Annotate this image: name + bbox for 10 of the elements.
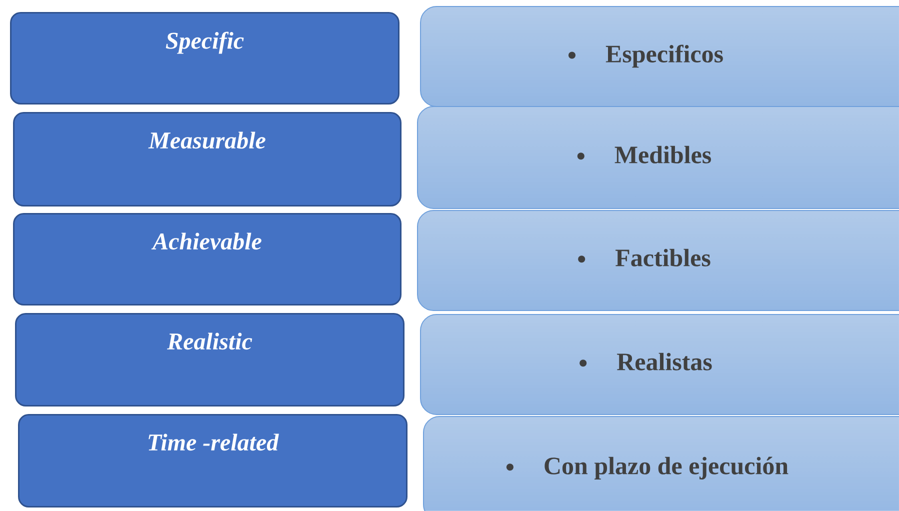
term-box: Specific xyxy=(10,12,400,104)
term-box: Time -related xyxy=(18,414,408,508)
translation-box: Factibles xyxy=(417,210,899,311)
translation-box: Especificos xyxy=(420,6,899,107)
translation-box: Realistas xyxy=(420,314,899,415)
term-box: Measurable xyxy=(13,112,402,206)
translation-box: Con plazo de ejecución xyxy=(423,416,899,511)
translation-box: Medibles xyxy=(417,106,899,209)
term-box: Realistic xyxy=(15,313,404,406)
term-box: Achievable xyxy=(13,213,402,306)
